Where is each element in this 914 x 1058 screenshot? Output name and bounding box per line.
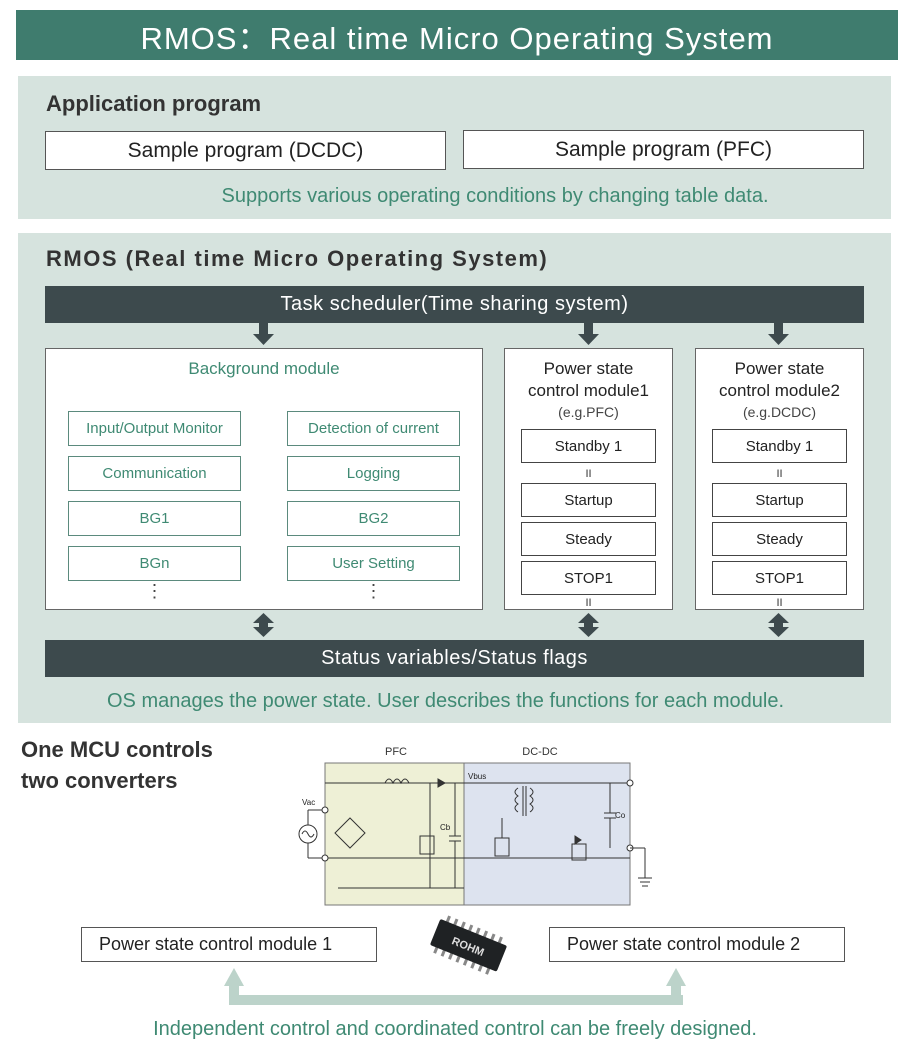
- sample-program-pfc-box: Sample program (PFC): [463, 130, 864, 169]
- power-state-control-module-1-box: Power state control module 1: [81, 927, 377, 962]
- dcdc-region: [463, 762, 631, 906]
- arrow-updown-icon: [578, 613, 599, 637]
- application-note: Supports various operating conditions by…: [221, 185, 769, 207]
- converter-circuit-diagram: PFC DC-DC: [298, 746, 652, 906]
- down-arrows: [253, 323, 789, 345]
- pfc-switch-icon: [419, 835, 435, 855]
- bg-item-bgn: BGn: [68, 546, 241, 581]
- dcdc-label: DC-DC: [522, 746, 557, 758]
- bridge-rectifier-icon: [334, 817, 366, 849]
- arrow-down-icon: [578, 323, 599, 345]
- arrow-updown-icon: [253, 613, 274, 637]
- ps2-title-line2: control module2: [719, 381, 840, 400]
- arrow-down-icon: [253, 323, 274, 345]
- bg-item-input-output-monitor: Input/Output Monitor: [68, 411, 241, 446]
- ps2-equals-mark: II: [776, 468, 783, 480]
- connection-arrow: [224, 968, 686, 1005]
- sample-program-dcdc-box: Sample program (DCDC): [45, 131, 446, 170]
- ps2-title-line1: Power state: [734, 359, 825, 378]
- bg-item-logging: Logging: [287, 456, 460, 491]
- more-items-indicator: ⋮: [364, 581, 383, 601]
- bg-item-detection-of-current: Detection of current: [287, 411, 460, 446]
- pfc-region: [324, 762, 465, 906]
- ps2-equals-mark: II: [776, 597, 783, 609]
- application-heading: Application program: [46, 91, 262, 116]
- ps2-state-startup: Startup: [712, 483, 847, 517]
- background-module-title: Background module: [188, 359, 340, 378]
- cb-label: Cb: [440, 823, 451, 832]
- ps1-title-line1: Power state: [543, 359, 634, 378]
- ps1-state-steady: Steady: [521, 522, 656, 556]
- mcu-heading-line2: two converters: [21, 768, 178, 793]
- mcu-heading-line1: One MCU controls: [21, 737, 213, 762]
- vbus-label: Vbus: [468, 772, 486, 781]
- arrow-down-icon: [768, 323, 789, 345]
- rmos-note: OS manages the power state. User describ…: [107, 690, 785, 712]
- arrow-updown-icon: [768, 613, 789, 637]
- status-variables-bar: Status variables/Status flags: [45, 640, 864, 677]
- power-state-control-module-2-box: Power state control module 2: [549, 927, 845, 962]
- pfc-label: PFC: [385, 746, 407, 758]
- page-title: RMOS：Real time Micro Operating System: [16, 10, 898, 60]
- diode-icon: [437, 778, 447, 788]
- task-scheduler-bar: Task scheduler(Time sharing system): [45, 286, 864, 323]
- ps1-state-startup: Startup: [521, 483, 656, 517]
- rmos-heading: RMOS (Real time Micro Operating System): [46, 246, 549, 271]
- sync-rectifier-icon: [571, 843, 587, 861]
- ps1-equals-mark: II: [585, 468, 592, 480]
- bg-item-bg1: BG1: [68, 501, 241, 536]
- ps1-example: (e.g.PFC): [558, 404, 619, 420]
- ps2-state-stop: STOP1: [712, 561, 847, 595]
- bg-item-bg2: BG2: [287, 501, 460, 536]
- co-label: Co: [615, 811, 626, 820]
- mcu-chip-icon: ROHM: [430, 915, 507, 975]
- bidirectional-arrows: [253, 613, 789, 637]
- more-items-indicator: ⋮: [145, 581, 164, 601]
- footer-note: Independent control and coordinated cont…: [153, 1018, 757, 1040]
- transformer-icon: [514, 787, 519, 813]
- bg-item-user-setting: User Setting: [287, 546, 460, 581]
- ps2-state-steady: Steady: [712, 522, 847, 556]
- ps1-title-line2: control module1: [528, 381, 649, 400]
- ps1-state-stop: STOP1: [521, 561, 656, 595]
- ps2-state-standby: Standby 1: [712, 429, 847, 463]
- ps1-equals-mark: II: [585, 597, 592, 609]
- ps2-example: (e.g.DCDC): [742, 404, 817, 420]
- inductor-icon: [384, 778, 410, 785]
- bg-item-communication: Communication: [68, 456, 241, 491]
- vac-label: Vac: [302, 798, 315, 807]
- ps1-state-standby: Standby 1: [521, 429, 656, 463]
